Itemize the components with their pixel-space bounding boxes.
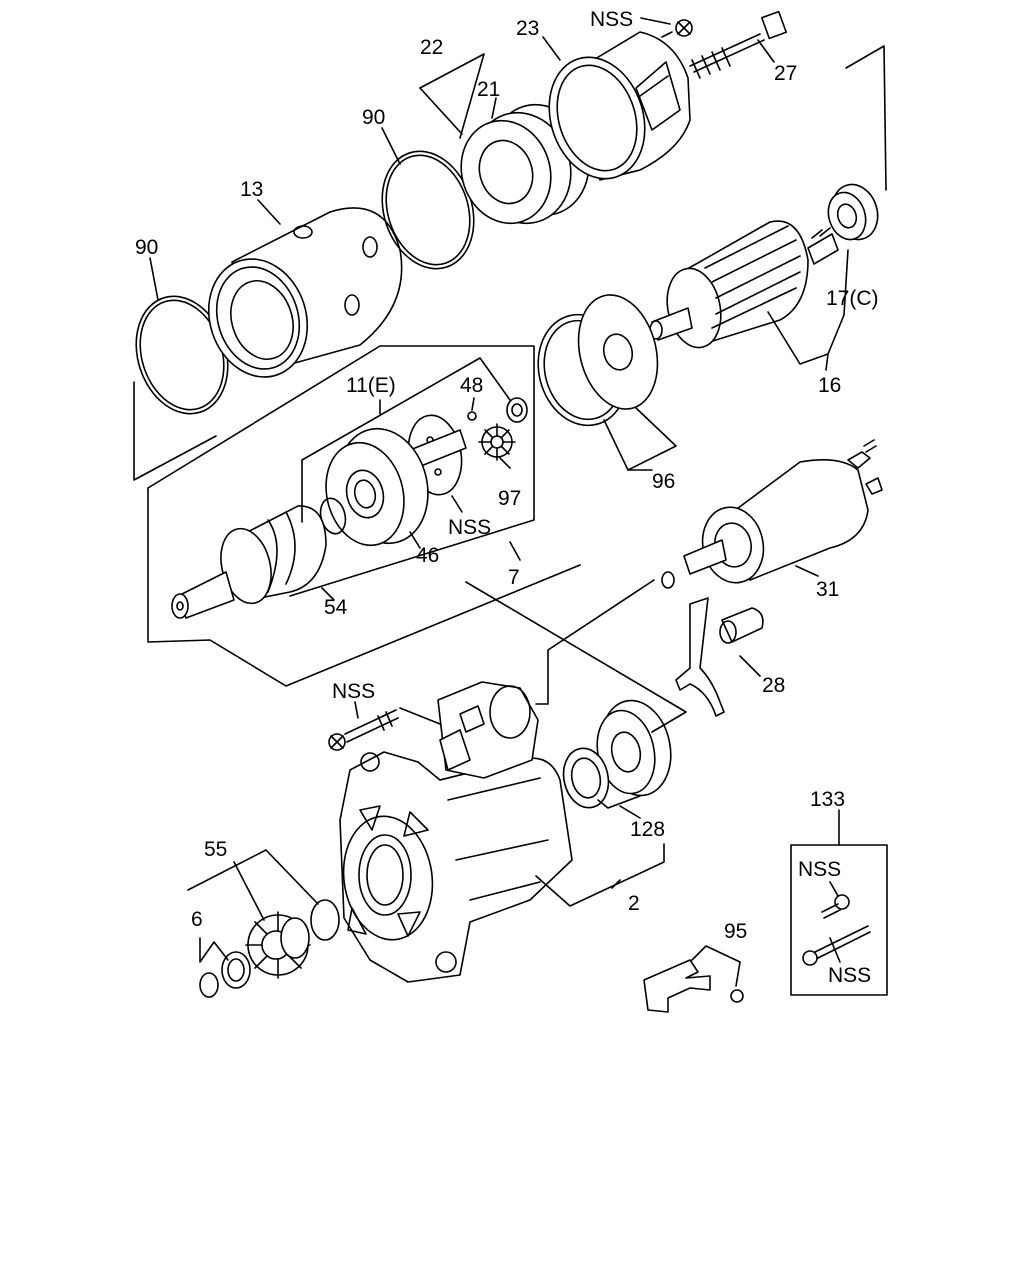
label-13: 13 [240, 178, 263, 201]
label-nss-box2: NSS [828, 964, 871, 987]
armature-16 [649, 220, 839, 349]
label-55: 55 [204, 838, 227, 861]
rear-end-frame-23 [548, 31, 691, 181]
label-nss-bolt: NSS [332, 680, 375, 703]
label-nss-mid: NSS [448, 516, 491, 539]
leader-lines [133, 17, 849, 987]
stop-collar-snap-ring-6 [199, 951, 251, 998]
through-bolt-27 [689, 10, 788, 79]
bolt-kit-contents [802, 894, 871, 966]
callout-labels: 22 23 NSS 27 21 90 13 90 17(C) 16 11(E) … [135, 8, 879, 987]
label-22: 22 [420, 36, 443, 59]
bushing-near-48 [506, 397, 528, 423]
label-16: 16 [818, 374, 841, 397]
washer-55 [310, 899, 340, 941]
label-90-upper: 90 [362, 106, 385, 129]
label-23: 23 [516, 17, 539, 40]
label-nss-top: NSS [590, 8, 633, 31]
label-95: 95 [724, 920, 747, 943]
leader-top-right [845, 45, 887, 191]
label-21: 21 [477, 78, 500, 101]
label-nss-box1: NSS [798, 858, 841, 881]
label-97: 97 [498, 487, 521, 510]
washers-96 [537, 294, 659, 427]
brush-holder-21-22 [460, 103, 590, 225]
label-48: 48 [460, 374, 483, 397]
label-6: 6 [191, 908, 203, 931]
label-31: 31 [816, 578, 839, 601]
label-54: 54 [324, 596, 348, 619]
steel-ball-48 [467, 411, 477, 421]
label-27: 27 [774, 62, 797, 85]
bearing-seal-128 [562, 699, 672, 809]
label-133: 133 [810, 788, 845, 811]
bracket-95 [643, 959, 744, 1013]
label-17c: 17(C) [826, 287, 879, 310]
bearing-17c [827, 183, 879, 241]
label-2: 2 [628, 892, 640, 915]
label-96: 96 [652, 470, 675, 493]
label-128: 128 [630, 818, 665, 841]
pinion-shaft-54 [171, 505, 327, 619]
yoke-housing-13 [207, 207, 403, 378]
label-90-lower: 90 [135, 236, 158, 259]
label-28: 28 [762, 674, 785, 697]
label-11e: 11(E) [346, 374, 396, 397]
magnetic-switch-31 [661, 439, 883, 589]
shift-lever-28 [675, 597, 764, 717]
screw-nss-top [661, 19, 693, 38]
label-7: 7 [508, 566, 520, 589]
front-housing-2 [339, 681, 573, 983]
label-46: 46 [416, 544, 439, 567]
planet-gear-97 [478, 423, 516, 461]
bolt-nss-mid [328, 709, 399, 751]
pinion-gear-55 [245, 911, 311, 979]
